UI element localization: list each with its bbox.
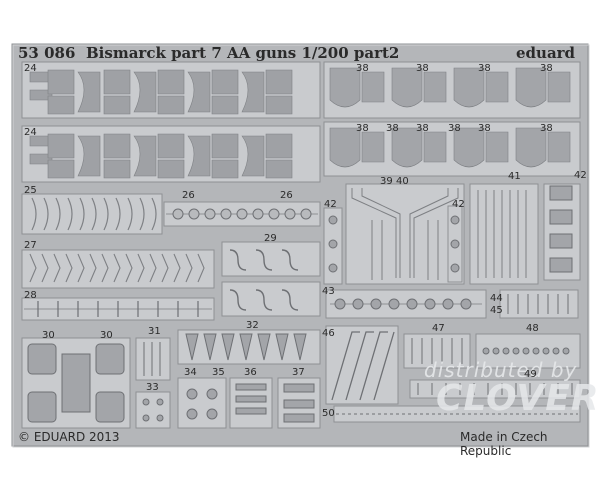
part-number-label: 50 (322, 408, 335, 419)
part-number-label: 42 (574, 170, 587, 181)
part-number-label: 42 (324, 199, 337, 210)
part-38-block-bottom (323, 121, 581, 177)
part-number-label: 25 (24, 185, 37, 196)
part-number-label: 38 (386, 123, 399, 134)
watermark-distributed-by: distributed by (424, 358, 578, 382)
part-number-label: 38 (356, 63, 369, 74)
part-30-block (21, 337, 131, 429)
part-number-label: 26 (182, 190, 195, 201)
part-number-label: 47 (432, 323, 445, 334)
part-number-label: 35 (212, 367, 225, 378)
copyright-text: © EDUARD 2013 (18, 430, 120, 444)
part-39-40-block (345, 183, 465, 285)
part-number-label: 24 (24, 127, 37, 138)
part-number-label: 27 (24, 240, 37, 251)
part-42-parts (323, 183, 581, 285)
part-28-strip (21, 297, 215, 321)
part-number-label: 38 (478, 123, 491, 134)
part-number-label: 24 (24, 63, 37, 74)
part-number-label: 38 (478, 63, 491, 74)
part-43-strip (325, 289, 487, 319)
sheet-title: Bismarck part 7 AA guns 1/200 part2 (86, 44, 400, 62)
part-number-label: 44 (490, 293, 503, 304)
part-number-label: 38 (416, 63, 429, 74)
part-48-strip (475, 333, 581, 369)
part-number-label: 41 (508, 171, 521, 182)
part-number-label: 29 (264, 233, 277, 244)
part-32-strip (177, 329, 321, 365)
watermark-clover: CLOVER (436, 378, 600, 419)
part-number-label: 38 (356, 123, 369, 134)
part-number-label: 32 (246, 320, 259, 331)
part-number-label: 34 (184, 367, 197, 378)
part-number-label: 37 (292, 367, 305, 378)
part-number-label: 33 (146, 382, 159, 393)
origin-text: Made in Czech Republic (460, 430, 548, 458)
part-25-strip (21, 193, 163, 235)
brand-logo: eduard (516, 44, 576, 62)
part-34-37-block (177, 377, 321, 429)
part-24-block-top (21, 61, 321, 119)
part-number-label: 26 (280, 190, 293, 201)
part-41-block (469, 183, 539, 285)
part-number-label: 40 (396, 176, 409, 187)
part-49-strip (409, 379, 581, 399)
part-number-label: 31 (148, 326, 161, 337)
part-number-label: 45 (490, 305, 503, 316)
part-number-label: 30 (100, 330, 113, 341)
part-number-label: 38 (540, 123, 553, 134)
part-number-label: 30 (42, 330, 55, 341)
part-29-block (221, 241, 321, 317)
part-number-label: 49 (524, 369, 537, 380)
part-number-label: 36 (244, 367, 257, 378)
part-46-block (325, 325, 399, 405)
part-50-strip (333, 405, 581, 423)
part-47-strip (403, 333, 471, 369)
part-number-label: 48 (526, 323, 539, 334)
part-number-label: 38 (416, 123, 429, 134)
part-31-33-block (135, 337, 171, 429)
sheet-code: 53 086 (18, 44, 76, 62)
part-number-label: 46 (322, 328, 335, 339)
part-number-label: 38 (540, 63, 553, 74)
part-number-label: 28 (24, 290, 37, 301)
part-number-label: 42 (452, 199, 465, 210)
part-44-45-strip (499, 289, 579, 319)
part-26-strip (163, 201, 321, 227)
part-24-block-bottom (21, 125, 321, 183)
part-number-label: 43 (322, 286, 335, 297)
part-38-block-top (323, 61, 581, 119)
part-27-strip (21, 249, 215, 289)
part-number-label: 39 (380, 176, 393, 187)
part-number-label: 38 (448, 123, 461, 134)
